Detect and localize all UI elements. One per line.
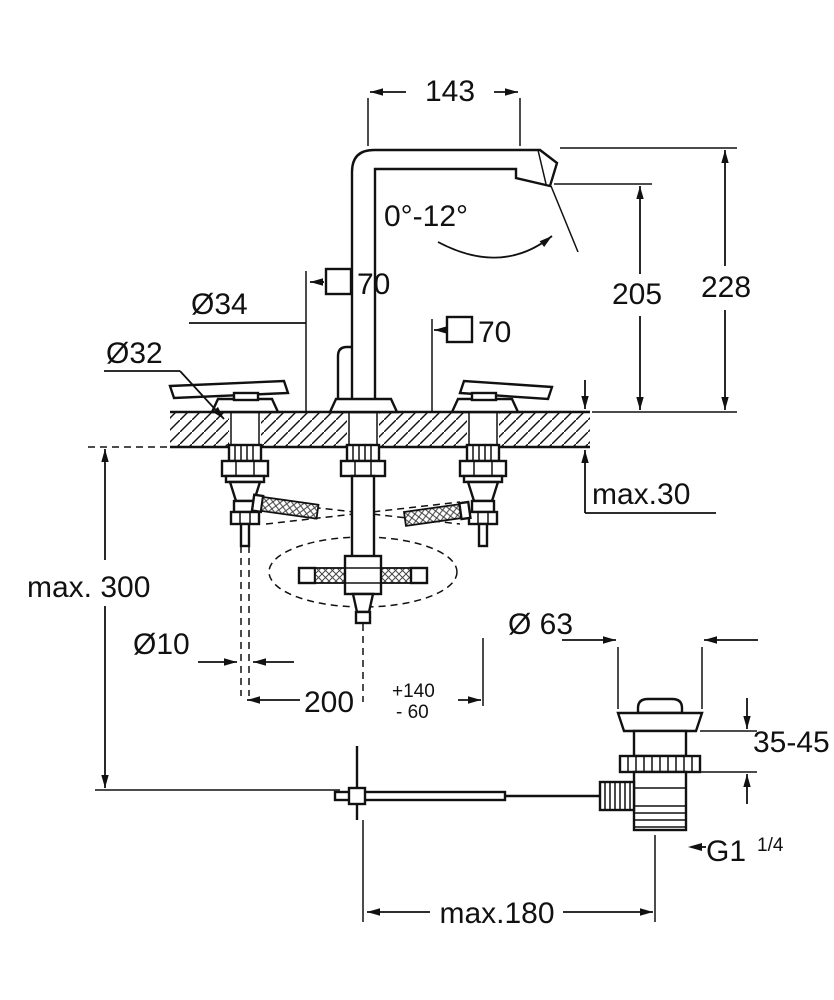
aerator-line [537,149,547,185]
drain-flange [616,711,704,733]
counter-holes [230,412,498,447]
dim-thread-size-label: G1 [706,835,746,868]
dim-dia34-label: Ø34 [191,288,248,321]
dim-total-height-label: 228 [701,271,751,304]
popup-rod-knob [336,345,353,399]
dim-max-rod-label: max.180 [439,897,554,930]
drain-assembly [598,697,704,832]
left-lever [168,379,290,400]
under-counter-assembly [220,443,508,702]
dim-max-thickness-label: max.30 [592,478,690,511]
spout [336,148,579,414]
left-hose [250,493,320,520]
left-escutcheon [210,397,280,414]
dim-plate-top: 70 [305,267,390,412]
center-escutcheon [328,397,399,414]
dim-thread-fraction-label: 1/4 [757,835,784,856]
dim-dia63: Ø 63 [508,608,758,709]
right-valve [458,443,508,548]
drain-body [632,770,688,832]
dim-plate-mid: 70 [431,315,511,412]
dim-plate-top-label: 70 [357,268,390,301]
dim-dia10: Ø10 [133,628,294,666]
square-symbol [324,267,353,296]
dim-spout-reach-label: 143 [425,75,475,108]
dim-spout-reach: 143 [367,75,521,146]
drain-thread [634,805,686,828]
right-hose [402,500,472,527]
dim-hole-distance-plus: +140 [392,681,435,702]
square-symbol [445,315,474,344]
dim-dia32-label: Ø32 [106,337,163,370]
dim-dia32: Ø32 [104,337,225,420]
dim-dia10-label: Ø10 [133,628,190,661]
dim-thread-size: G1 1/4 [688,835,784,868]
dim-hole-distance: 200 +140 - 60 [247,638,484,723]
left-handle [168,379,290,414]
dim-clamp-range: 35-45 [700,698,830,804]
dim-hole-distance-label: 200 [304,686,354,719]
right-escutcheon [450,397,520,414]
dim-swivel-angle: 0°-12° [384,200,553,259]
dim-max-rod: max.180 [362,820,656,930]
dim-hole-distance-minus: - 60 [396,702,429,723]
dim-heights: 205 228 [554,147,751,413]
dim-plate-mid-label: 70 [478,316,511,349]
dim-max-thickness: max.30 [581,380,716,514]
dim-dia34: Ø34 [189,288,306,324]
dim-max-depth-label: max. 300 [27,571,150,604]
dim-dia63-label: Ø 63 [508,608,573,641]
connection-block [297,554,429,625]
right-handle [450,379,554,414]
dim-swivel-angle-label: 0°-12° [384,200,468,233]
dim-clamp-range-label: 35-45 [753,726,830,759]
hose-loop-dashed [268,536,458,608]
dim-spout-height-label: 205 [612,278,662,311]
popup-rod [333,746,600,820]
countertop [88,410,590,449]
angle-ray [550,185,579,253]
spout-shank [339,443,387,560]
drain-plug [636,697,684,715]
dim-max-depth: max. 300 [27,449,340,791]
